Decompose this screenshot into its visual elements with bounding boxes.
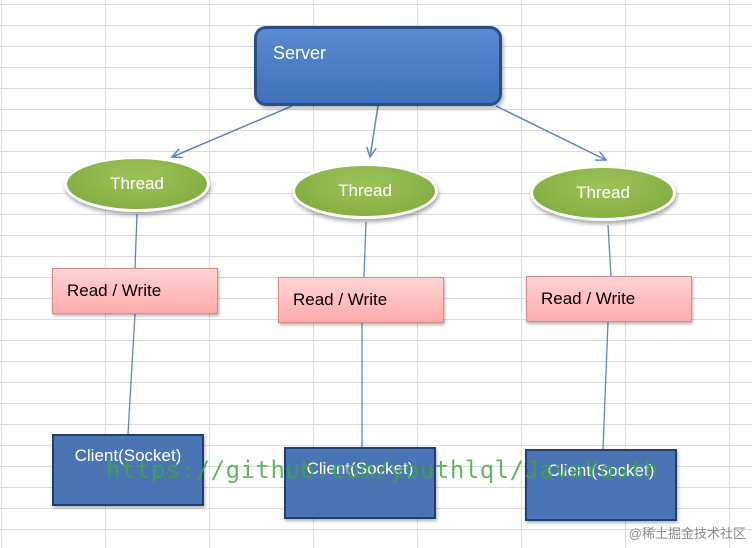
read-write-node-3: Read / Write [526,276,692,322]
read-write-label-2: Read / Write [293,290,388,309]
client-node-3: Client(Socket) [525,449,677,521]
thread-label-3: Thread [576,183,630,202]
line-thread-1-to-rw-1 [134,213,138,269]
line-thread-3-to-rw-3 [607,224,612,277]
read-write-label-1: Read / Write [67,281,162,300]
thread-label-2: Thread [338,181,392,200]
read-write-node-2: Read / Write [278,277,444,323]
client-node-1: Client(Socket) [52,434,204,506]
thread-node-1: Thread [64,156,210,212]
arrow-server-to-thread-1 [172,105,293,157]
thread-label-1: Thread [110,174,164,193]
client-label-3: Client(Socket) [547,461,655,480]
read-write-label-3: Read / Write [541,289,636,308]
client-node-2: Client(Socket) [284,447,436,519]
thread-node-3: Thread [530,165,676,221]
arrow-server-to-thread-2 [370,105,379,157]
client-label-2: Client(Socket) [306,459,414,478]
client-label-1: Client(Socket) [74,446,182,465]
thread-node-2: Thread [292,163,438,219]
line-rw-1-to-client-1 [127,313,136,435]
server-label: Server [273,43,327,63]
source-credit: @稀土掘金技术社区 [628,526,746,541]
server-node: Server [254,26,502,106]
arrow-server-to-thread-3 [495,105,606,160]
line-rw-3-to-client-3 [602,321,609,450]
line-thread-2-to-rw-2 [363,221,367,278]
read-write-node-1: Read / Write [52,268,218,314]
